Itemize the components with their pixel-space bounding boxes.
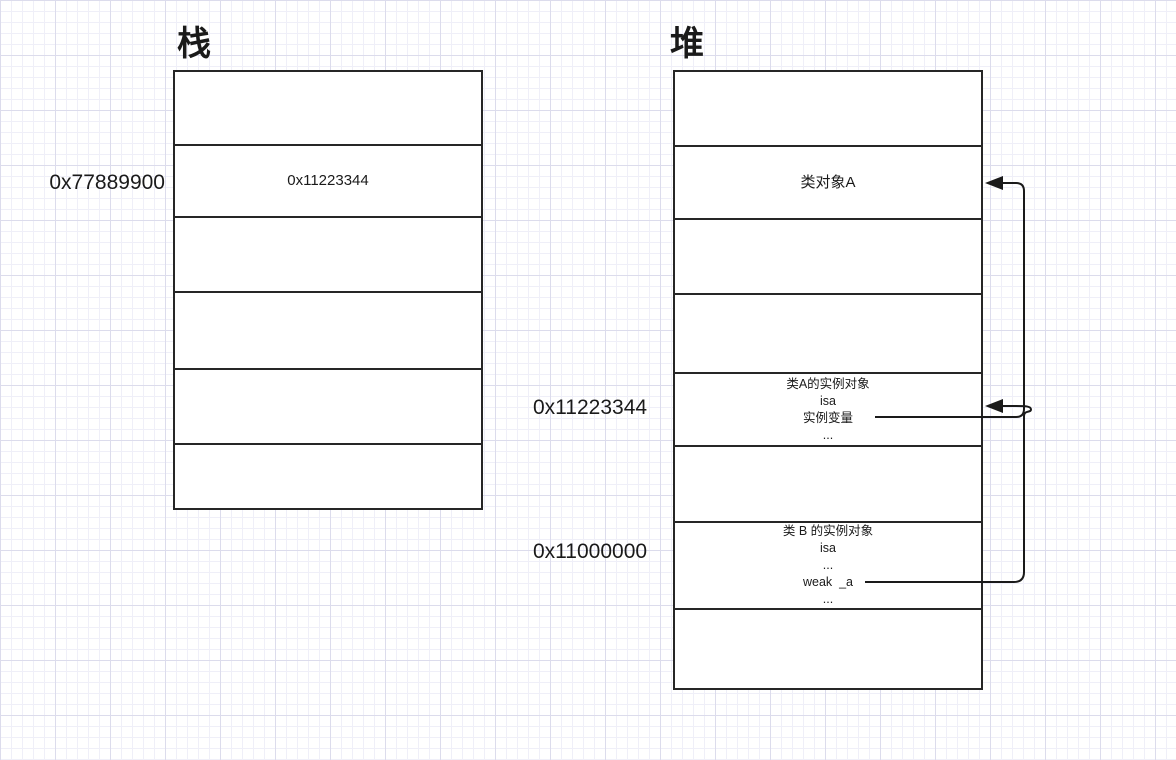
- instance-b-isa: isa: [820, 541, 836, 555]
- instance-a-ivar: 实例变量: [802, 410, 853, 425]
- arrowhead-into-instance-a: [985, 399, 1003, 413]
- heap-row: [675, 295, 981, 374]
- heap-instance-a-address-label: 0x11223344: [533, 396, 648, 419]
- stack-row: [175, 370, 481, 445]
- stack-address-label: 0x77889900: [49, 171, 165, 194]
- heap-row-instance-a: 类A的实例对象 isa 实例变量 ...: [675, 374, 981, 447]
- stack-title: 栈: [177, 25, 211, 63]
- heap-instance-b-address-label: 0x11000000: [533, 540, 648, 563]
- stack-row: [175, 293, 481, 370]
- heap-table: 类对象A 类A的实例对象 isa 实例变量 ... 类 B 的实例对象 isa …: [673, 70, 983, 690]
- instance-b-title: 类 B 的实例对象: [782, 524, 874, 538]
- arrowhead-into-class-a: [985, 176, 1003, 190]
- instance-b-contents: 类 B 的实例对象 isa ... weak _a ...: [783, 523, 873, 608]
- stack-row: [175, 445, 481, 508]
- instance-b-ellipsis-1: ...: [822, 558, 834, 572]
- instance-a-contents: 类A的实例对象 isa 实例变量 ...: [786, 376, 869, 444]
- class-object-a-label: 类对象A: [800, 173, 856, 191]
- heap-row: [675, 447, 981, 523]
- instance-a-ellipsis: ...: [822, 427, 834, 442]
- stack-row: [175, 218, 481, 293]
- heap-row: [675, 610, 981, 688]
- heap-title: 堆: [670, 25, 704, 63]
- stack-row: [175, 72, 481, 146]
- instance-a-title: 类A的实例对象: [786, 376, 870, 391]
- instance-a-isa: isa: [820, 393, 836, 408]
- heap-row: [675, 72, 981, 147]
- instance-b-ellipsis-2: ...: [822, 592, 834, 606]
- stack-row-pointer-value: 0x11223344: [175, 146, 481, 218]
- instance-b-weak-a: weak _a: [802, 575, 853, 589]
- stack-table: 0x11223344: [173, 70, 483, 510]
- heap-row-class-object-a: 类对象A: [675, 147, 981, 220]
- heap-row: [675, 220, 981, 295]
- heap-row-instance-b: 类 B 的实例对象 isa ... weak _a ...: [675, 523, 981, 610]
- stack-cell-value: 0x11223344: [287, 172, 369, 189]
